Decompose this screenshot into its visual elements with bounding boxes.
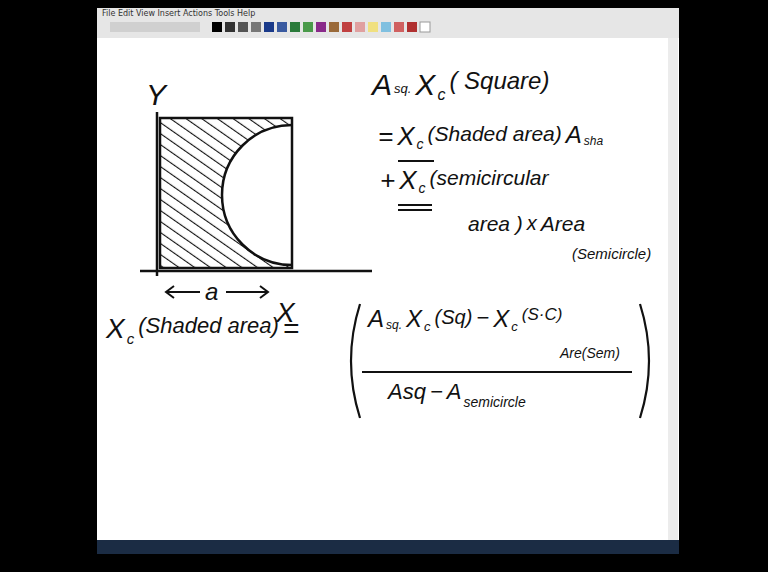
handwritten-text: = — [378, 122, 393, 151]
text-row: (Semicircle) — [572, 246, 655, 263]
text-row: =Xc (Shaded area)Asha — [378, 122, 607, 151]
handwritten-text: Y — [146, 78, 166, 111]
handwritten-text: A — [447, 380, 462, 404]
right-paren — [640, 304, 649, 418]
left-paren — [351, 304, 360, 418]
menu-text: File Edit View Insert Actions Tools Help — [102, 10, 255, 19]
handwritten-text: X — [415, 68, 435, 101]
text-row: a — [205, 279, 222, 305]
handwritten-text: X — [106, 314, 125, 345]
subscript: c — [419, 181, 426, 196]
subscript: c — [417, 137, 424, 152]
handwritten-text: X — [397, 122, 414, 151]
subscript: sq. — [386, 319, 402, 332]
subscript: semicircle — [463, 395, 525, 410]
handwritten-text: Are(Sem) — [560, 346, 620, 361]
text-row: +Xc (semicircular — [380, 166, 553, 195]
handwritten-text: A — [372, 68, 392, 101]
handwritten-text: + — [380, 166, 395, 195]
handwritten-text: area ) — [468, 212, 523, 235]
text-row: Asq. Xc( Square) — [372, 68, 553, 101]
handwritten-text: − — [430, 380, 443, 404]
handwritten-text: X — [493, 306, 509, 332]
handwritten-text: a — [205, 279, 218, 305]
text-row: File Edit View Insert Actions Tools Help — [102, 10, 259, 19]
handwritten-text: A — [566, 122, 582, 148]
toolbar — [97, 8, 679, 38]
subscript: sha — [584, 135, 603, 148]
handwritten-text: (semicircular — [430, 166, 549, 189]
text-row: Y — [146, 78, 170, 111]
scrollbar — [668, 38, 678, 540]
handwritten-text: x — [527, 212, 537, 234]
subscript: c — [127, 331, 135, 348]
whiteboard — [97, 8, 679, 542]
handwritten-text: Asq — [388, 380, 426, 404]
text-row: Are(Sem) — [560, 346, 624, 361]
status-bar — [97, 540, 679, 554]
handwritten-text: ( Square) — [449, 68, 549, 94]
subscript: c — [511, 320, 518, 334]
text-row: Asq−Asemicircle — [388, 380, 530, 404]
handwritten-text: (Shaded area) — [428, 122, 562, 145]
square — [160, 118, 292, 268]
handwritten-text: X — [399, 166, 416, 195]
handwritten-text: − — [476, 306, 489, 330]
semicircle — [222, 125, 292, 265]
handwritten-text: = — [283, 314, 299, 345]
handwritten-text: (Semicircle) — [572, 246, 651, 263]
handwritten-text: (Sq) — [435, 306, 473, 328]
subscript: c — [424, 320, 431, 334]
text-row: Xc(Shaded area)= — [106, 314, 303, 345]
subscript: sq. — [394, 82, 411, 96]
shaded-area — [160, 118, 292, 268]
underlines — [398, 161, 434, 210]
subscript: c — [437, 86, 445, 104]
handwritten-text: Area — [541, 212, 585, 235]
handwritten-text: (S·C) — [522, 306, 563, 325]
x-axis — [140, 270, 372, 273]
y-axis — [156, 112, 159, 276]
handwritten-text: (Shaded area) — [138, 314, 279, 338]
fraction-line — [362, 371, 632, 373]
handwritten-text: A — [368, 306, 384, 332]
handwritten-text: X — [406, 306, 422, 332]
text-row: area )xArea — [468, 212, 589, 235]
palette — [110, 22, 430, 32]
text-row: Asq.Xc(Sq)−Xc(S·C) — [368, 306, 566, 332]
